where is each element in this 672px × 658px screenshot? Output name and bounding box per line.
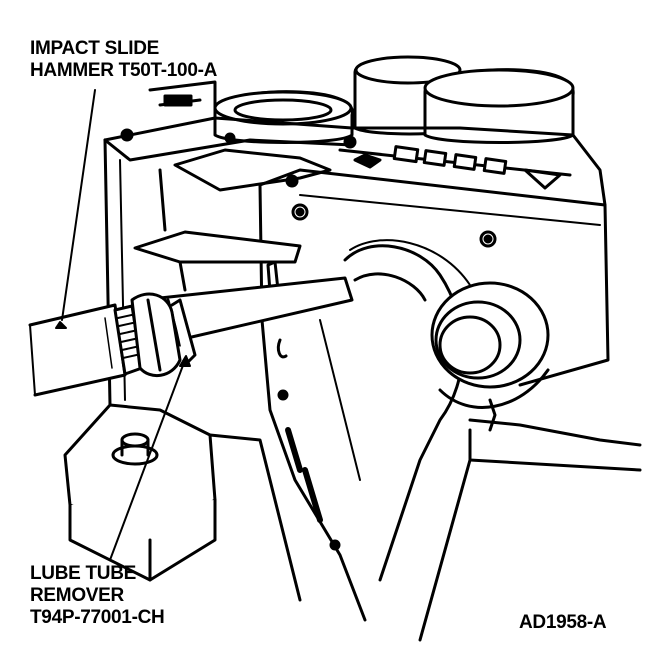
block-top-deck <box>103 80 607 207</box>
lube-tube-remover-label: LUBE TUBE REMOVER T94P-77001-CH <box>30 563 165 629</box>
lube-label-line3: T94P-77001-CH <box>30 607 165 628</box>
bracket-fin <box>133 230 302 292</box>
figure-code-label: AD1958-A <box>519 612 607 633</box>
lube-leader-line <box>109 359 186 561</box>
lube-label-line2: REMOVER <box>30 585 124 606</box>
block-left-face <box>103 138 167 437</box>
crank-seal-bore <box>343 239 642 642</box>
impact-slide-hammer <box>28 292 197 397</box>
front-cover-plate <box>258 168 610 622</box>
cylinder-bores <box>213 55 575 144</box>
impact-slide-hammer-label: IMPACT SLIDE HAMMER T50T-100-A <box>30 38 217 82</box>
lower-base <box>63 403 302 602</box>
impact-label-line1: IMPACT SLIDE <box>30 38 160 59</box>
impact-leader-line <box>61 89 96 321</box>
leader-lines <box>55 89 191 561</box>
impact-label-line2: HAMMER T50T-100-A <box>30 60 218 81</box>
lube-label-line1: LUBE TUBE <box>30 563 137 584</box>
